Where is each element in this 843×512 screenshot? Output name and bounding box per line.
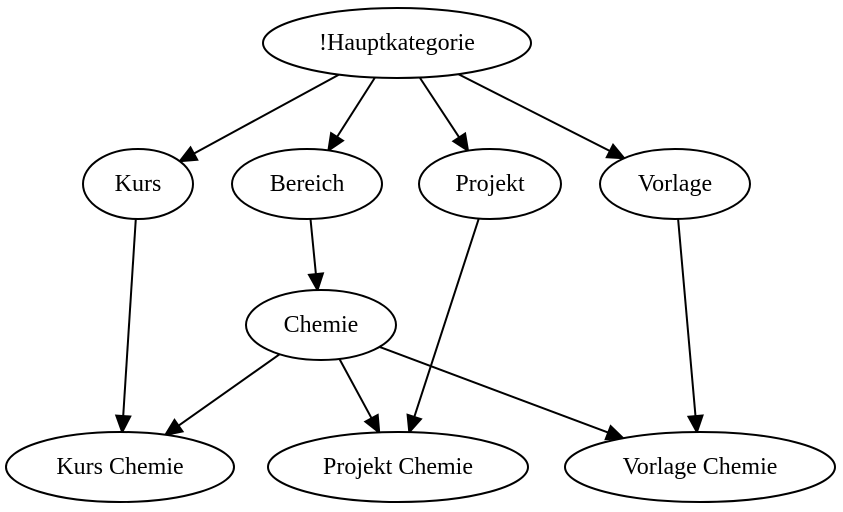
node-label: Projekt Chemie <box>323 454 473 480</box>
arrowhead-icon <box>363 413 381 435</box>
node-shape <box>262 7 532 79</box>
node-shape <box>5 431 235 503</box>
node-projekt-chemie: Projekt Chemie <box>267 431 529 503</box>
edge-line <box>122 218 137 417</box>
node-label: Chemie <box>284 312 359 338</box>
edge-line <box>336 76 376 138</box>
node-shape <box>599 148 751 220</box>
node-projekt: Projekt <box>418 148 562 220</box>
edge-hauptkategorie-to-vorlage <box>457 73 627 160</box>
edge-line <box>413 218 480 418</box>
arrowhead-icon <box>327 131 345 153</box>
edge-line <box>338 358 373 419</box>
edge-hauptkategorie-to-bereich <box>327 76 376 153</box>
arrowhead-icon <box>114 414 132 435</box>
node-kurs-chemie: Kurs Chemie <box>5 431 235 503</box>
arrowhead-icon <box>686 414 704 435</box>
node-label: !Hauptkategorie <box>319 30 475 56</box>
edges-layer <box>114 73 704 441</box>
edge-line <box>418 76 461 138</box>
node-label: Kurs <box>115 171 162 197</box>
node-shape <box>82 148 194 220</box>
edge-hauptkategorie-to-projekt <box>418 76 470 153</box>
edge-chemie-to-kurs_chemie <box>163 353 281 437</box>
node-vorlage-chemie: Vorlage Chemie <box>564 431 836 503</box>
edge-line <box>457 73 611 152</box>
node-vorlage: Vorlage <box>599 148 751 220</box>
edge-kurs-to-kurs_chemie <box>114 218 137 435</box>
node-shape <box>245 289 397 361</box>
node-label: Vorlage <box>638 171 712 197</box>
arrowhead-icon <box>406 413 423 435</box>
node-label: Projekt <box>455 171 525 197</box>
edge-line <box>677 218 697 417</box>
node-shape <box>418 148 562 220</box>
arrowhead-icon <box>177 145 199 163</box>
arrowhead-icon <box>307 272 325 293</box>
node-shape <box>231 148 383 220</box>
node-shape <box>267 431 529 503</box>
node-bereich: Bereich <box>231 148 383 220</box>
node-label: Kurs Chemie <box>56 454 183 480</box>
node-label: Vorlage Chemie <box>623 454 778 480</box>
edge-chemie-to-vorlage_chemie <box>379 345 626 441</box>
node-hauptkategorie: !Hauptkategorie <box>262 7 532 79</box>
node-chemie: Chemie <box>245 289 397 361</box>
edge-line <box>177 353 281 427</box>
edge-hauptkategorie-to-kurs <box>177 73 340 163</box>
edge-projekt-to-projekt_chemie <box>406 218 480 435</box>
edge-bereich-to-chemie <box>307 218 325 293</box>
node-kurs: Kurs <box>82 148 194 220</box>
arrowhead-icon <box>605 142 627 160</box>
node-label: Bereich <box>270 171 345 197</box>
arrowhead-icon <box>163 418 185 437</box>
edge-line <box>309 218 317 275</box>
edge-chemie-to-projekt_chemie <box>338 358 381 435</box>
arrowhead-icon <box>451 131 470 153</box>
edge-line <box>379 345 609 434</box>
node-shape <box>564 431 836 503</box>
arrowhead-icon <box>604 424 626 441</box>
edge-vorlage-to-vorlage_chemie <box>677 218 704 435</box>
edge-line <box>193 73 340 155</box>
